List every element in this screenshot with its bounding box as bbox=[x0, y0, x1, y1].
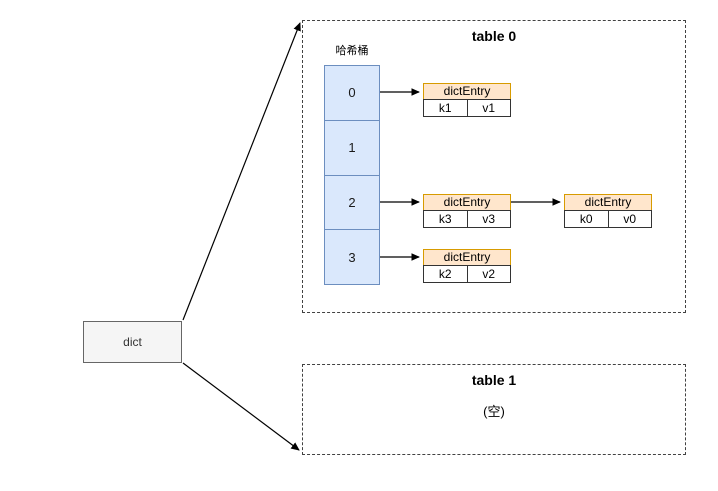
hash-bucket-label: 哈希桶 bbox=[335, 45, 369, 57]
hash-bucket-array: 0 1 2 3 bbox=[324, 65, 380, 285]
dict-entry-cells: k0 v0 bbox=[564, 210, 652, 228]
dict-entry-cells: k3 v3 bbox=[423, 210, 511, 228]
dict-node: dict bbox=[83, 321, 182, 363]
entry-value-cell: v0 bbox=[607, 210, 652, 228]
dict-entry-header: dictEntry bbox=[423, 83, 511, 100]
dict-entry-k3v3: dictEntry k3 v3 bbox=[423, 194, 511, 228]
dict-node-label: dict bbox=[123, 335, 142, 349]
entry-key-cell: k1 bbox=[423, 99, 468, 117]
table1-box: table 1 (空) bbox=[302, 364, 686, 455]
dict-entry-header: dictEntry bbox=[423, 194, 511, 211]
arrow-dict-to-table1 bbox=[182, 362, 300, 451]
dict-entry-header: dictEntry bbox=[423, 249, 511, 266]
entry-value-cell: v1 bbox=[466, 99, 511, 117]
dict-entry-k2v2: dictEntry k2 v2 bbox=[423, 249, 511, 283]
bucket-cell-1: 1 bbox=[325, 121, 379, 176]
entry-value-cell: v2 bbox=[466, 265, 511, 283]
bucket-cell-3: 3 bbox=[348, 249, 356, 265]
table1-empty-label: (空) bbox=[483, 404, 505, 419]
dict-entry-k1v1: dictEntry k1 v1 bbox=[423, 83, 511, 117]
bucket-cell-0: 0 bbox=[325, 66, 379, 121]
dict-entry-cells: k1 v1 bbox=[423, 99, 511, 117]
arrow-dict-to-table0 bbox=[182, 22, 301, 321]
entry-value-cell: v3 bbox=[466, 210, 511, 228]
entry-key-cell: k3 bbox=[423, 210, 468, 228]
entry-key-cell: k0 bbox=[564, 210, 609, 228]
table0-title: table 0 bbox=[471, 28, 517, 44]
table1-title: table 1 bbox=[471, 372, 517, 388]
table0-box: table 0 bbox=[302, 20, 686, 313]
bucket-cell-2: 2 bbox=[325, 176, 379, 231]
dict-entry-k0v0: dictEntry k0 v0 bbox=[564, 194, 652, 228]
dict-entry-header: dictEntry bbox=[564, 194, 652, 211]
dict-entry-cells: k2 v2 bbox=[423, 265, 511, 283]
entry-key-cell: k2 bbox=[423, 265, 468, 283]
